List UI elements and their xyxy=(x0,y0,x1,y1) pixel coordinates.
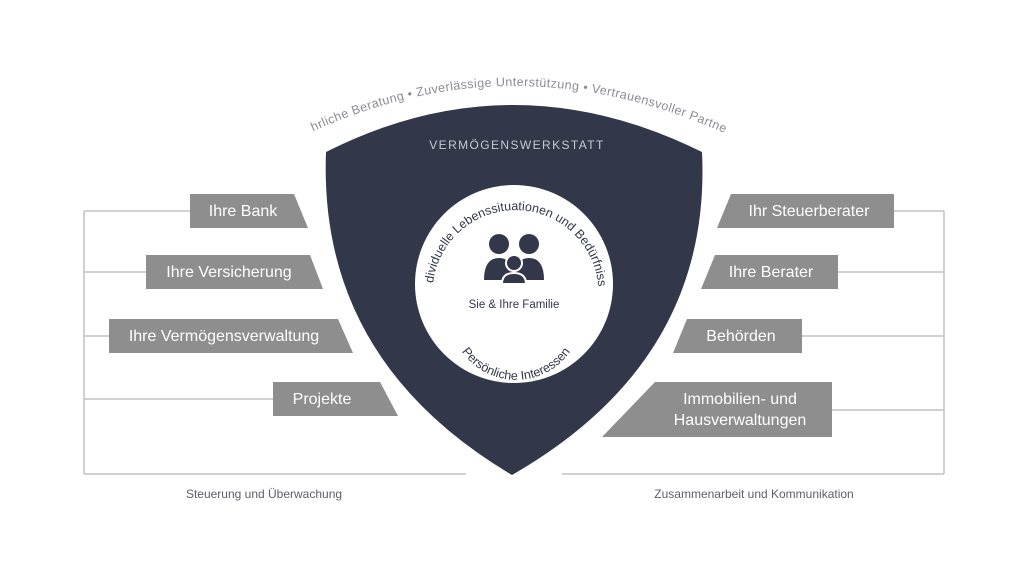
right-item-label-line2: Hausverwaltungen xyxy=(674,412,807,429)
left-item-bank: Ihre Bank xyxy=(190,194,308,228)
family-icon xyxy=(484,234,544,285)
left-item-label: Ihre Versicherung xyxy=(166,264,291,281)
arc-values-text: Ehrliche Beratung • Zuverlässige Unterst… xyxy=(0,0,729,136)
left-bracket xyxy=(83,210,466,475)
right-item-label: Behörden xyxy=(706,328,775,345)
right-item-label: Ihr Steuerberater xyxy=(749,203,871,220)
center-label: Sie & Ihre Familie xyxy=(469,299,560,311)
arc-separator: • xyxy=(406,87,414,102)
right-caption: Zusammenarbeit und Kommunikation xyxy=(654,487,853,501)
right-bracket xyxy=(562,210,945,475)
arc-separator: • xyxy=(582,80,589,95)
left-caption: Steuerung und Überwachung xyxy=(186,487,342,501)
left-item-label: Ihre Vermögensverwaltung xyxy=(129,328,319,345)
right-item-tax-advisor: Ihr Steuerberater xyxy=(717,194,894,228)
arc-item-partner: Vertrauensvoller Partner xyxy=(0,0,729,136)
arc-item-reliable: Zuverlässige Unterstützung xyxy=(415,75,580,99)
right-item-authorities: Behörden xyxy=(673,319,802,353)
right-item-label: Ihre Berater xyxy=(729,264,814,281)
left-item-label: Ihre Bank xyxy=(209,203,278,220)
right-item-label-line1: Immobilien- und xyxy=(683,391,797,408)
arc-item-honest: Ehrliche Beratung xyxy=(0,0,406,134)
right-item-advisors: Ihre Berater xyxy=(701,255,838,289)
left-item-label: Projekte xyxy=(293,391,352,408)
left-item-asset-management: Ihre Vermögensverwaltung xyxy=(109,319,353,353)
left-item-projects: Projekte xyxy=(273,382,398,416)
right-item-real-estate: Immobilien- und Hausverwaltungen xyxy=(602,382,832,437)
shield-title: VERMÖGENSWERKSTATT xyxy=(429,138,604,152)
left-item-insurance: Ihre Versicherung xyxy=(146,255,323,289)
